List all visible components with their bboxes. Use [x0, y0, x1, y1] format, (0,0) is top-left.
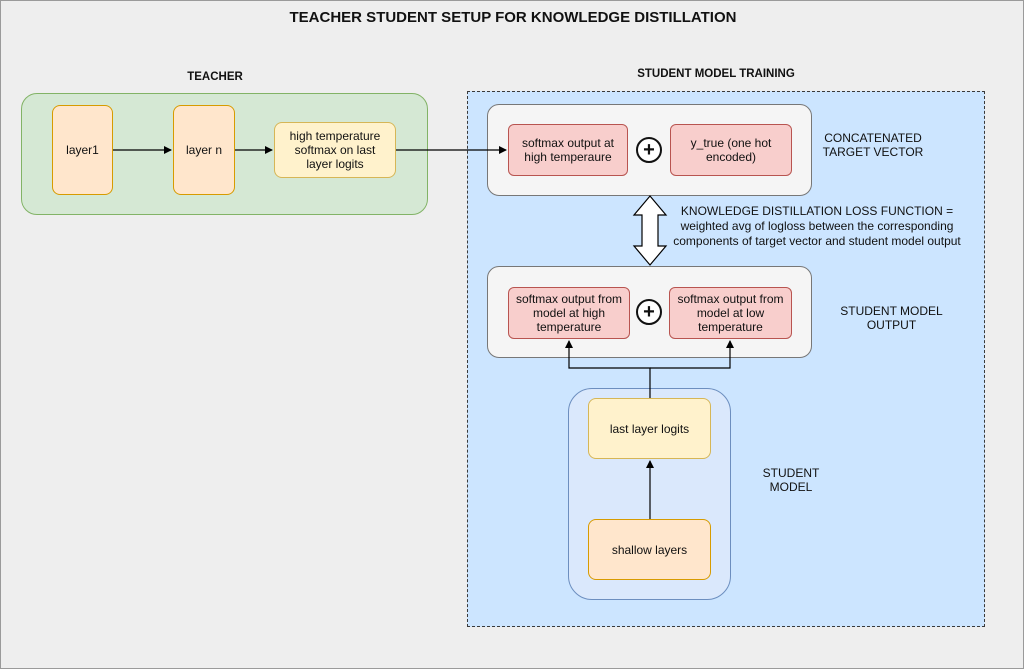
teacher-layer-n-node: layer n: [173, 105, 235, 195]
diagram-title: TEACHER STUDENT SETUP FOR KNOWLEDGE DIST…: [289, 9, 737, 26]
target-softmax-high-node: softmax output at high temperaure: [508, 124, 628, 176]
teacher-section-label: TEACHER: [187, 71, 243, 83]
teacher-softmax-node: high temperature softmax on last layer l…: [274, 122, 396, 178]
arrow-last-to-outputs: [565, 340, 651, 398]
output-softmax-low-node: softmax output from model at low tempera…: [669, 287, 792, 339]
student-last-layer-node: last layer logits: [588, 398, 711, 459]
student-model-label: STUDENT MODEL: [762, 466, 820, 494]
output-softmax-high-node: softmax output from model at high temper…: [508, 287, 630, 339]
student-shallow-layers-node: shallow layers: [588, 519, 711, 580]
target-vector-label: CONCATENATED TARGET VECTOR: [822, 131, 924, 159]
arrow-last-to-output-low: [650, 340, 734, 369]
student-output-label: STUDENT MODEL OUTPUT: [840, 304, 943, 332]
target-plus-icon: +: [636, 137, 662, 163]
output-plus-icon: +: [636, 299, 662, 325]
teacher-layer1-node: layer1: [52, 105, 113, 195]
target-y-true-node: y_true (one hot encoded): [670, 124, 792, 176]
student-training-section-label: STUDENT MODEL TRAINING: [637, 68, 795, 80]
double-arrow-loss: [632, 195, 668, 266]
kd-loss-label: KNOWLEDGE DISTILLATION LOSS FUNCTION = w…: [673, 204, 961, 248]
